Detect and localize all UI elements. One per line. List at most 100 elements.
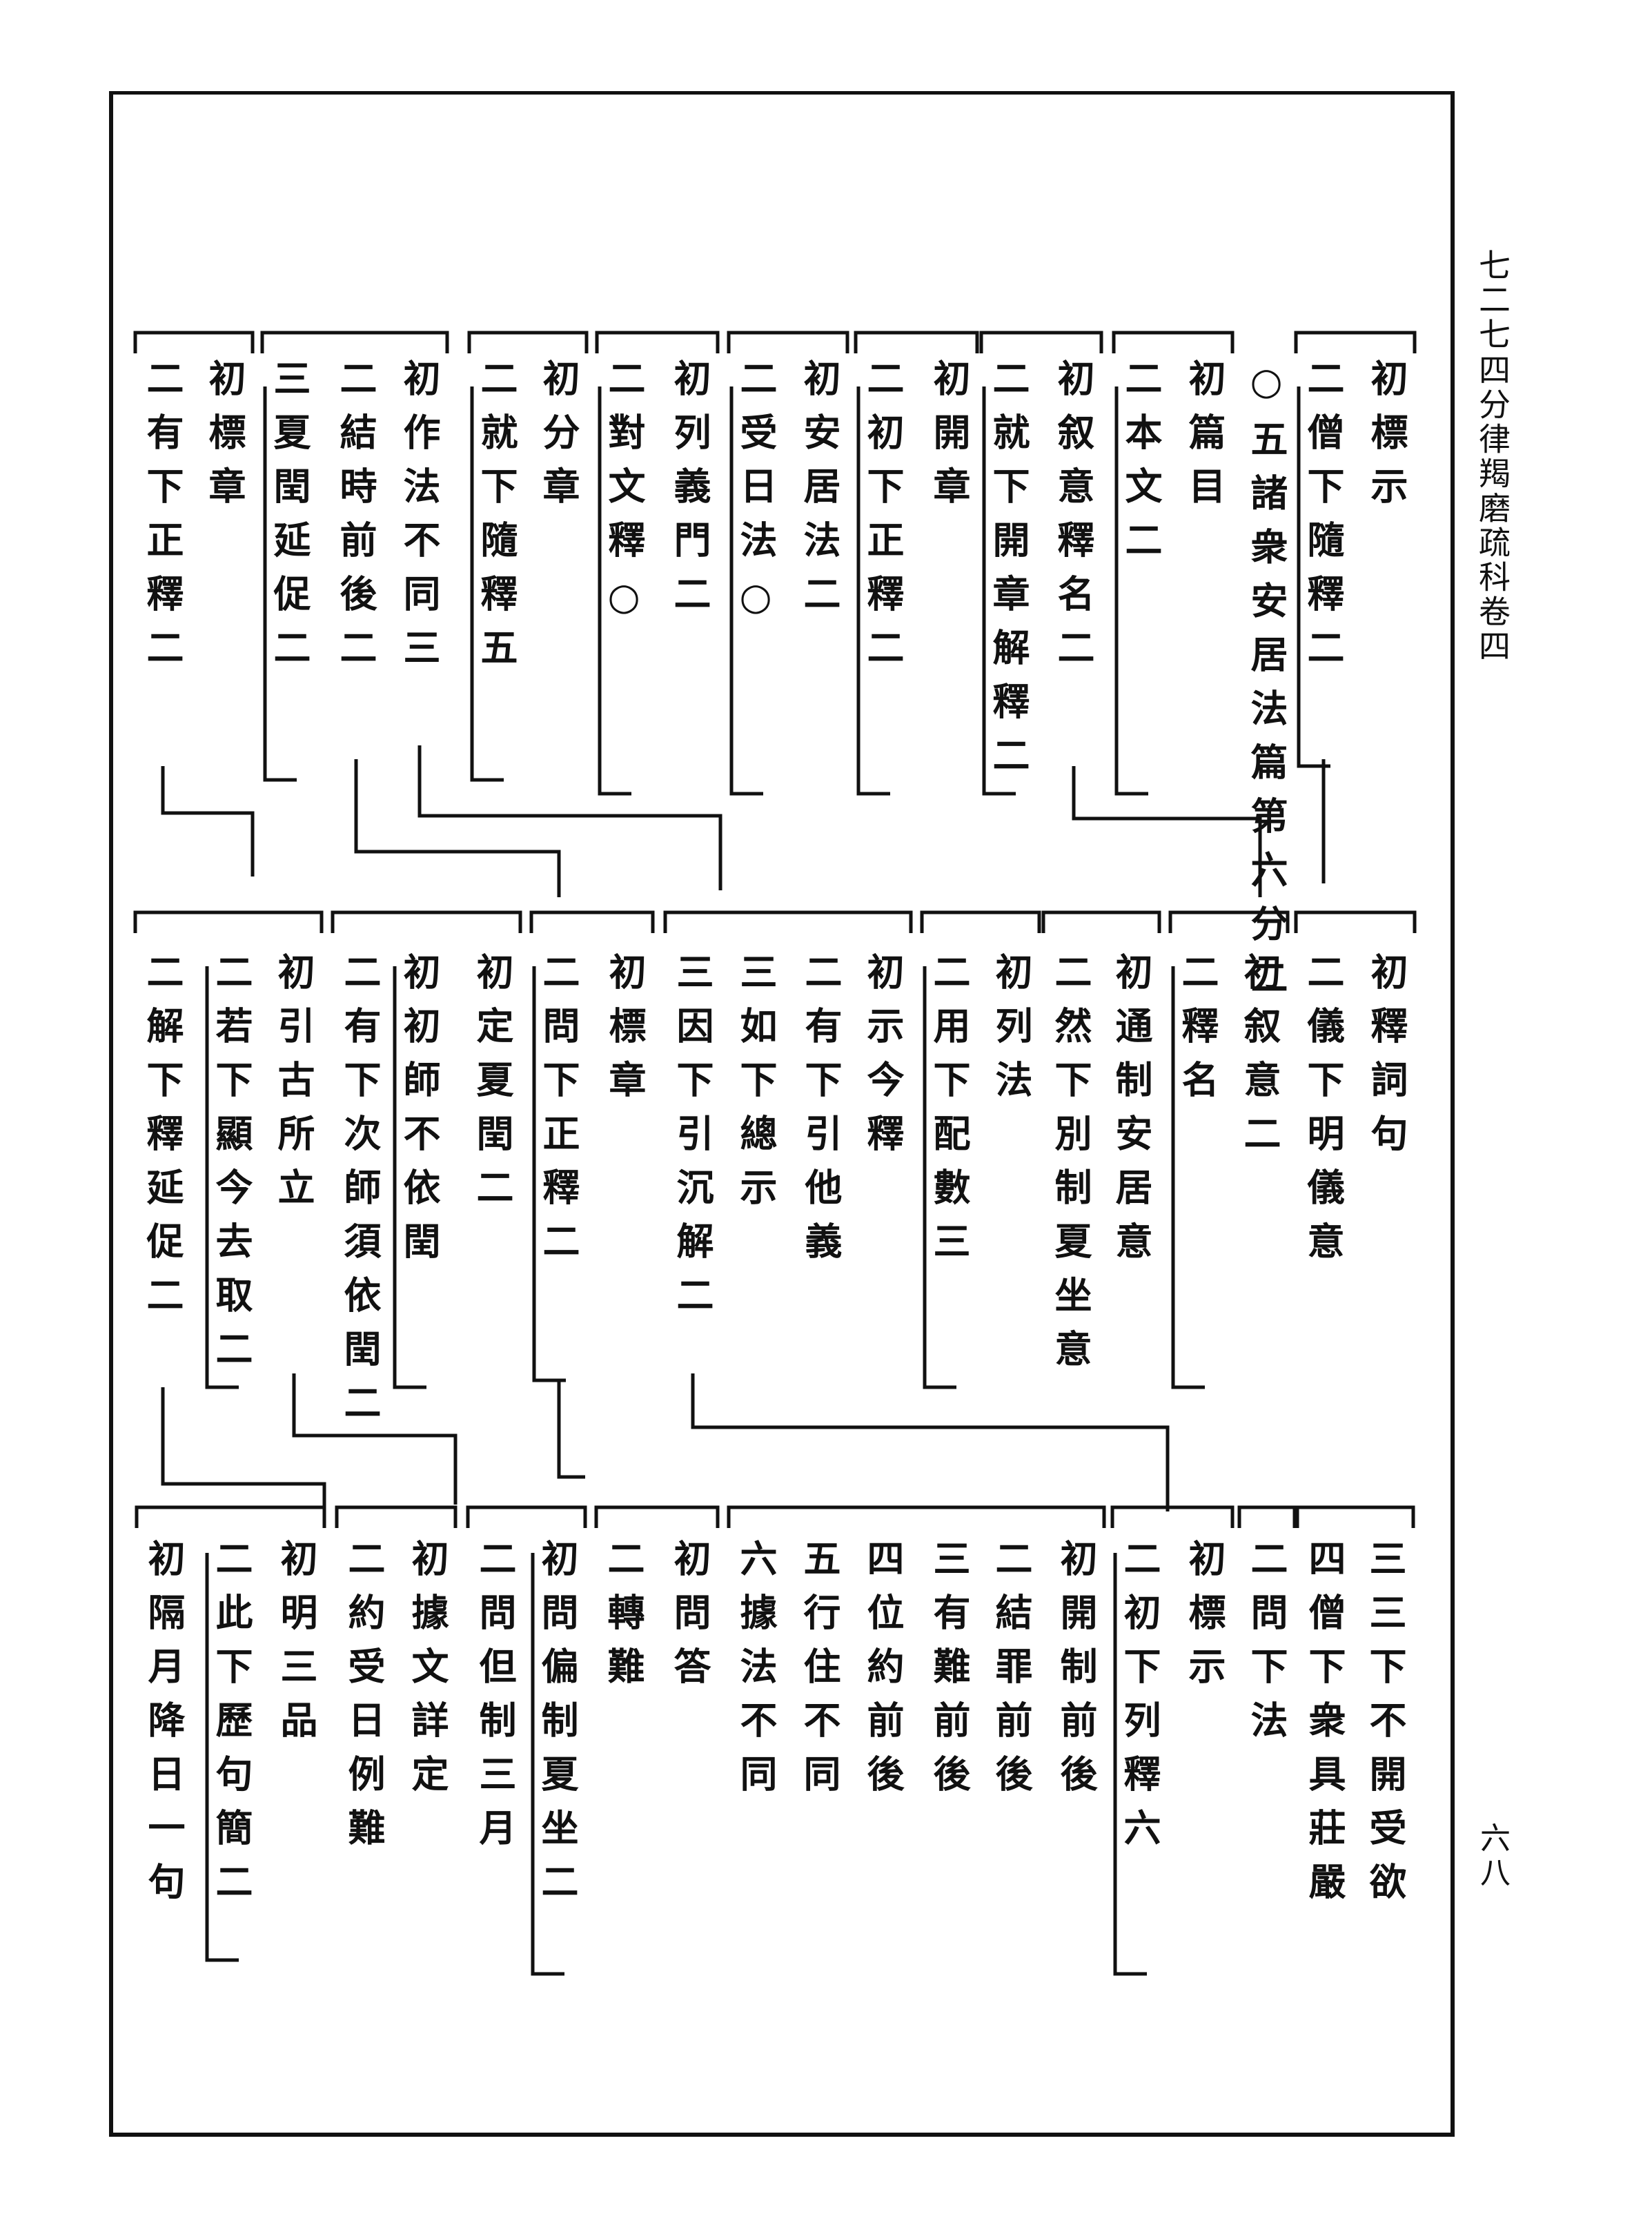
connector-line-49 (531, 1553, 564, 1976)
connector-line-18 (161, 766, 255, 877)
row1-node-20: 二有下正釋二 (140, 359, 184, 682)
row2-node-16: 初初師不依閏 (397, 952, 441, 1275)
row2-node-6: 二然下別制夏坐意 (1048, 952, 1092, 1383)
row1-node-14: 初分章 (536, 359, 580, 520)
connector-line-46 (335, 1505, 458, 1528)
leaf-number: 七二七 (1474, 248, 1511, 352)
row3-node-15: 二問但制三月 (473, 1539, 517, 1862)
row1-node-7: 二就下開章解釋二 (986, 359, 1030, 790)
row1-node-12: 初列義門二 (667, 359, 711, 628)
connector-line-32 (923, 966, 956, 1389)
row2-node-19: 二若下顯今去取二 (209, 952, 253, 1383)
row2-node-13: 初標章 (602, 952, 647, 1114)
row1-node-17: 二結時前後二 (333, 359, 377, 682)
row3-node-11: 六據法不同 (734, 1539, 778, 1808)
connector-line-48 (1113, 1553, 1147, 1976)
row3-node-20: 初隔月降日一句 (141, 1539, 186, 1916)
connector-line-28 (529, 910, 655, 933)
connector-line-10 (1297, 386, 1330, 768)
row2-node-20: 二解下釋延促二 (140, 952, 184, 1329)
page-frame (109, 91, 1455, 2137)
row1-node-19: 初標章 (202, 359, 246, 520)
connector-line-2 (1112, 331, 1235, 353)
page-number: 六八 (1475, 1822, 1510, 1891)
row1-node-10: 初安居法二 (797, 359, 841, 628)
row2-node-18: 初引古所立 (271, 952, 315, 1222)
row1-node-2: 二僧下隨釋二 (1301, 359, 1345, 682)
connector-line-5 (727, 331, 849, 353)
connector-line-45 (466, 1505, 587, 1528)
row1-node-15: 二就下隨釋五 (474, 359, 518, 682)
row3-node-18: 初明三品 (274, 1539, 318, 1754)
row1-node-11: 二受日法○ (734, 359, 778, 635)
row1-node-9: 二初下正釋二 (861, 359, 905, 682)
row1-node-5: 二本文二 (1119, 359, 1163, 574)
row3-node-7: 二結罪前後 (989, 1539, 1033, 1808)
connector-line-40 (1295, 1505, 1415, 1528)
connector-line-41 (1237, 1505, 1297, 1528)
connector-line-38 (292, 1373, 458, 1505)
connector-line-1 (1294, 331, 1417, 353)
connector-line-16 (470, 386, 504, 782)
row1-node-13: 二對文釋○ (602, 359, 646, 635)
connector-line-9 (133, 331, 255, 353)
row2-node-1: 初釋詞句 (1364, 952, 1408, 1168)
connector-line-36 (691, 1373, 1170, 1511)
row2-node-8: 二用下配數三 (927, 952, 971, 1275)
connector-line-14 (729, 386, 763, 796)
connector-line-15 (598, 386, 631, 796)
row3-node-5: 二初下列釋六 (1117, 1539, 1161, 1862)
connector-line-19 (354, 759, 561, 897)
connector-line-44 (594, 1505, 720, 1528)
connector-line-4 (854, 331, 979, 353)
row3-node-9: 四位約前後 (861, 1539, 905, 1808)
row2-node-7: 初列法 (989, 952, 1033, 1114)
row3-node-3: 二問下法 (1244, 1539, 1288, 1754)
row1-node-4: 初篇目 (1182, 359, 1226, 520)
connector-line-47 (135, 1505, 326, 1528)
connector-line-25 (1041, 910, 1161, 933)
row1-node-3: ○五諸衆安居法篇第六分二 (1244, 359, 1288, 1012)
row3-node-19: 二此下歷句簡二 (209, 1539, 253, 1916)
connector-line-17 (263, 386, 297, 782)
connector-line-23 (1294, 910, 1417, 933)
connector-line-21 (1072, 766, 1262, 897)
row2-node-4: 二釋名 (1175, 952, 1219, 1114)
connector-line-13 (856, 386, 890, 796)
row1-node-8: 初開章 (927, 359, 971, 520)
connector-line-37 (557, 1380, 585, 1479)
row1-node-1: 初標示 (1364, 359, 1408, 520)
connector-line-31 (1171, 966, 1205, 1389)
row3-node-4: 初標示 (1182, 1539, 1226, 1701)
row3-node-14: 初問偏制夏坐二 (535, 1539, 579, 1916)
connector-line-24 (1168, 910, 1290, 933)
row1-node-16: 初作法不同三 (397, 359, 441, 682)
row3-node-10: 五行住不同 (797, 1539, 841, 1808)
row2-node-5: 初通制安居意 (1109, 952, 1153, 1275)
row2-node-11: 三如下總示 (734, 952, 778, 1222)
row1-node-18: 三夏閏延促二 (267, 359, 311, 682)
connector-line-42 (1110, 1505, 1235, 1528)
row3-node-1: 三三下不開受欲 (1363, 1539, 1407, 1916)
row3-node-17: 二約受日例難 (342, 1539, 386, 1862)
row2-node-12: 三因下引沉解二 (670, 952, 714, 1329)
row3-node-6: 初開制前後 (1054, 1539, 1098, 1808)
row2-node-2: 二儀下明儀意 (1301, 952, 1345, 1275)
connector-line-39 (161, 1387, 326, 1511)
book-title: 四分律羯磨疏科卷四 (1474, 353, 1511, 664)
connector-line-11 (1114, 386, 1148, 796)
connector-line-34 (393, 966, 426, 1389)
connector-line-6 (595, 331, 720, 353)
row2-node-17: 二有下次師須依閏二 (337, 952, 382, 1437)
connector-line-7 (467, 331, 589, 353)
connector-line-12 (982, 386, 1016, 796)
connector-line-35 (205, 966, 239, 1389)
row3-node-12: 初問答 (667, 1539, 711, 1701)
row2-node-9: 初示今釋 (861, 952, 905, 1168)
connector-line-29 (331, 910, 522, 933)
row3-node-2: 四僧下衆具莊嚴 (1302, 1539, 1346, 1916)
connector-line-27 (663, 910, 913, 933)
connector-line-50 (205, 1553, 239, 1962)
connector-line-3 (979, 331, 1103, 353)
row3-node-8: 三有難前後 (927, 1539, 971, 1808)
